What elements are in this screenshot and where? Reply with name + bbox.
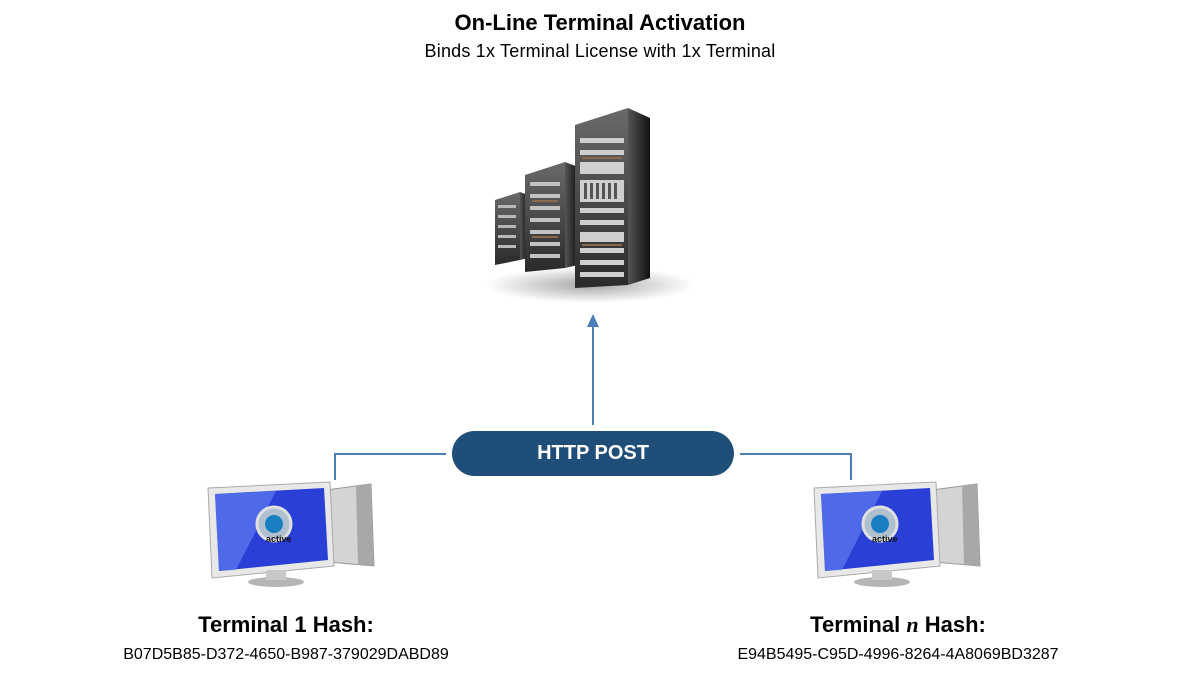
terminal-n-hash: E94B5495-C95D-4996-8264-4A8069BD3287 — [737, 646, 1059, 663]
connector-right — [740, 453, 852, 480]
terminal-n-variable: n — [906, 612, 919, 637]
connector-left — [334, 453, 446, 480]
server-rack-icon — [485, 108, 695, 303]
terminal-n-label: Terminal n Hash: — [748, 612, 1048, 638]
arrow-up-icon — [587, 314, 599, 327]
terminal-1-label: Terminal 1 Hash: — [136, 612, 436, 638]
diagram-title: On-Line Terminal Activation — [454, 10, 746, 35]
terminal-n-label-after: Hash: — [918, 612, 986, 637]
terminal-1-label-text: Terminal 1 Hash: — [198, 612, 374, 637]
activex-logo: active — [872, 534, 898, 544]
terminal-computer-icon: active — [813, 481, 981, 587]
http-post-badge: HTTP POST — [452, 431, 734, 476]
terminal-n-label-before: Terminal — [810, 612, 907, 637]
terminal-1-hash: B07D5B85-D372-4650-B987-379029DABD89 — [123, 646, 449, 663]
terminal-computer-icon: active — [207, 481, 375, 587]
diagram-subtitle: Binds 1x Terminal License with 1x Termin… — [424, 41, 776, 61]
http-post-label: HTTP POST — [537, 442, 649, 464]
activex-logo: active — [266, 534, 292, 544]
